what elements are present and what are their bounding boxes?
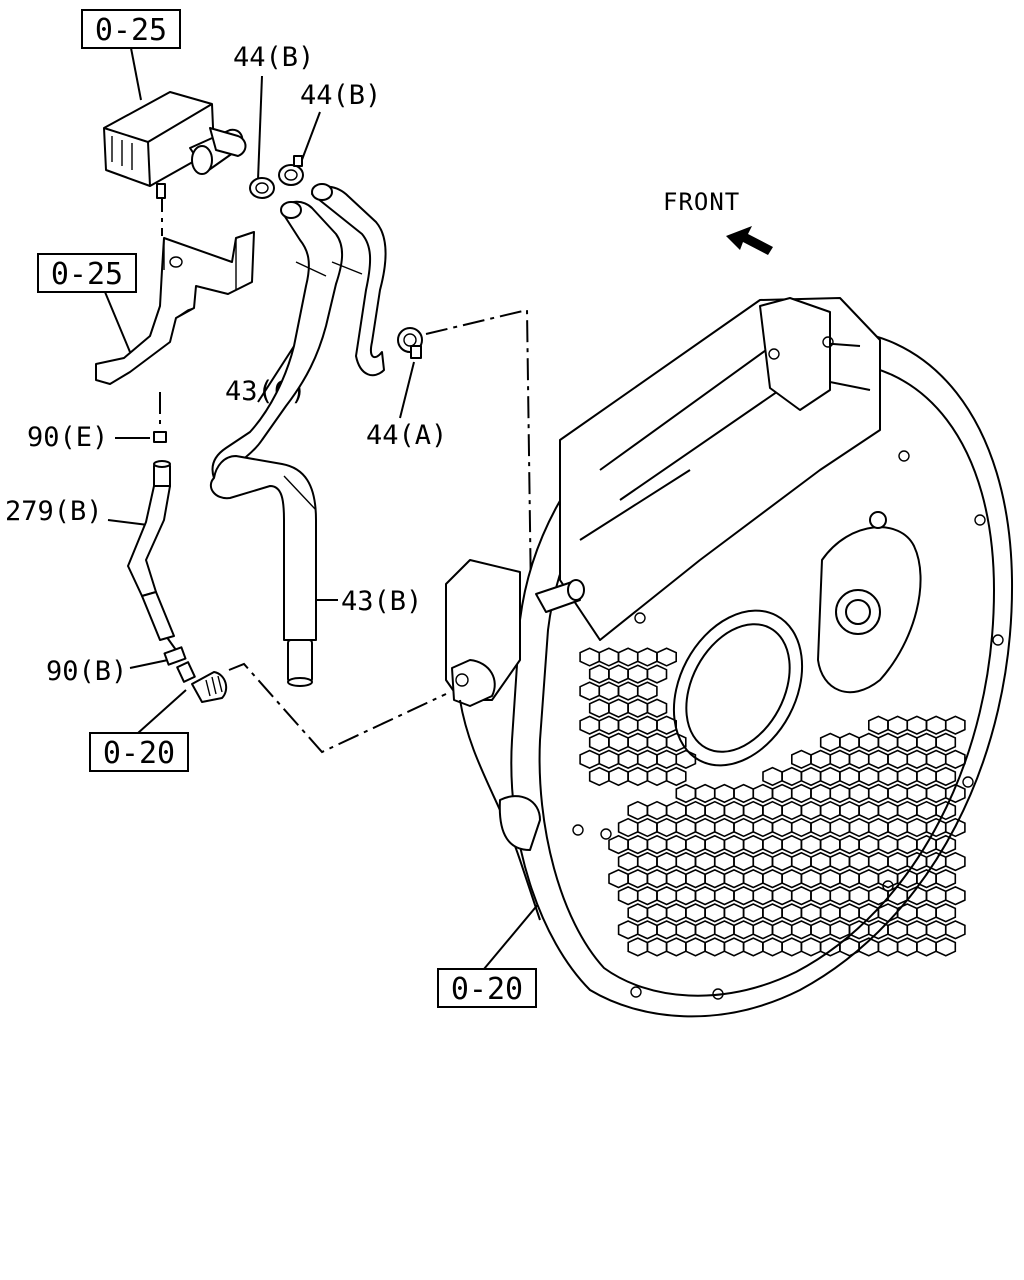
ref-box-0-20-bottom[interactable]: 0-20 [437,968,537,1008]
grille-cell [665,732,687,752]
front-label: FRONT [663,188,740,216]
part-label-44a: 44(A) [366,420,447,451]
grille-cell [656,715,678,735]
grille-cell [944,851,966,872]
part-label-43b: 43(B) [341,586,422,617]
pipe-279b[interactable] [127,460,187,666]
ref-box-0-25-mid[interactable]: 0-25 [37,253,137,293]
clamp-44b-1[interactable] [249,177,275,199]
grille-cell [935,903,957,923]
grille-cell [916,903,937,923]
ref-box-0-25-top[interactable]: 0-25 [81,9,181,49]
grille-cell [665,766,687,787]
grille-cell [935,937,957,957]
grille-cell [646,698,668,718]
clamp-44a[interactable] [397,327,423,359]
honeycomb-grille [579,647,966,957]
ref-label: 0-20 [103,736,175,771]
hose-43b[interactable] [209,455,317,687]
grille-cell [944,817,966,838]
grille-cell [636,681,658,701]
grille-cell [896,903,918,923]
grille-cell [896,937,918,957]
grille-cell [675,749,697,769]
ref-box-0-20-left[interactable]: 0-20 [89,732,189,772]
grille-cell [935,766,957,787]
grille-cell [935,732,957,752]
sensor-bracket[interactable] [95,231,255,443]
grille-cell [906,920,928,940]
flywheel-housing[interactable] [445,297,1014,1018]
grille-cell [944,783,966,804]
grille-cell [935,800,957,821]
grille-cell [656,647,678,667]
grille-cell [944,715,966,735]
pressure-sensor[interactable] [103,91,247,199]
grille-cell [944,886,966,906]
ref-label: 0-25 [51,257,123,292]
part-label-44b-2: 44(B) [300,80,381,111]
hose-43c[interactable] [211,183,387,479]
grille-cell [944,920,966,940]
grille-cell [925,886,947,906]
grille-cell [925,920,947,940]
grille-cell [877,937,899,957]
part-label-279b: 279(B) [5,496,103,527]
part-label-44b-1: 44(B) [233,42,314,73]
grille-cell [916,937,937,957]
grille-cell [935,834,957,855]
grille-cell [944,749,966,769]
grille-cell [887,920,909,940]
arrow-up-left-icon [726,226,773,255]
ref-label: 0-20 [451,972,523,1007]
part-label-90b: 90(B) [46,656,127,687]
rim-bolt-holes [572,336,1004,1000]
ref-label: 0-25 [95,13,167,48]
grille-cell [935,869,957,889]
elbow-fitting[interactable] [176,661,228,703]
leader-lines [104,47,561,970]
part-label-90e: 90(E) [27,422,108,453]
clamp-44b-2[interactable] [278,155,304,186]
grille-cell [646,664,668,684]
